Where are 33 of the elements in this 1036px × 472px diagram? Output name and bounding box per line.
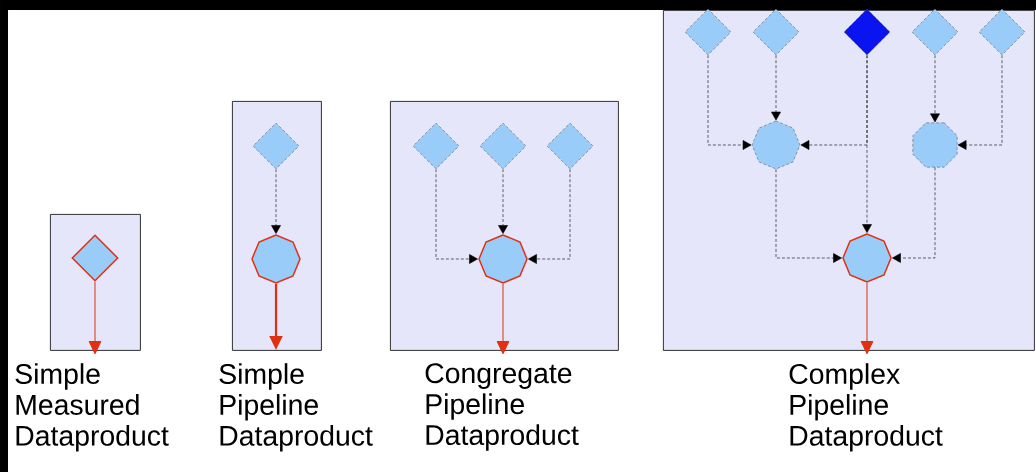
arrow: [496, 283, 510, 355]
arrow: [892, 167, 936, 263]
arrow: [860, 282, 874, 355]
arrow: [88, 281, 102, 355]
panel-title: Simple Measured Dataproduct: [15, 363, 169, 452]
arrow: [707, 54, 752, 150]
arrow: [930, 54, 940, 123]
arrow: [775, 168, 842, 263]
diamond-node: [252, 122, 300, 170]
octagon-node: [478, 234, 528, 284]
arrow: [957, 54, 1003, 150]
arrow: [528, 168, 571, 264]
arrow: [271, 168, 281, 234]
arrow: [498, 168, 508, 234]
panel-title: Congregate Pipeline Dataproduct: [425, 363, 579, 451]
diamond-node: [752, 8, 800, 56]
arrow: [435, 168, 478, 264]
diamond-node: [843, 8, 891, 56]
diamond-node: [546, 122, 594, 170]
diamond-node: [684, 8, 732, 56]
panel-title: Simple Pipeline Dataproduct: [219, 363, 373, 452]
octagon-node: [842, 233, 892, 283]
arrow: [771, 54, 781, 121]
diamond-node: [71, 234, 119, 282]
octagon-node: [251, 234, 301, 284]
octagon-node: [751, 120, 801, 170]
diamond-node: [479, 122, 527, 170]
diamond-node: [911, 8, 959, 56]
arrow: [862, 54, 872, 233]
panel-title: Complex Pipeline Dataproduct: [789, 363, 943, 452]
diamond-node: [412, 122, 460, 170]
octagon-node: [912, 122, 958, 168]
diamond-node: [978, 8, 1026, 56]
